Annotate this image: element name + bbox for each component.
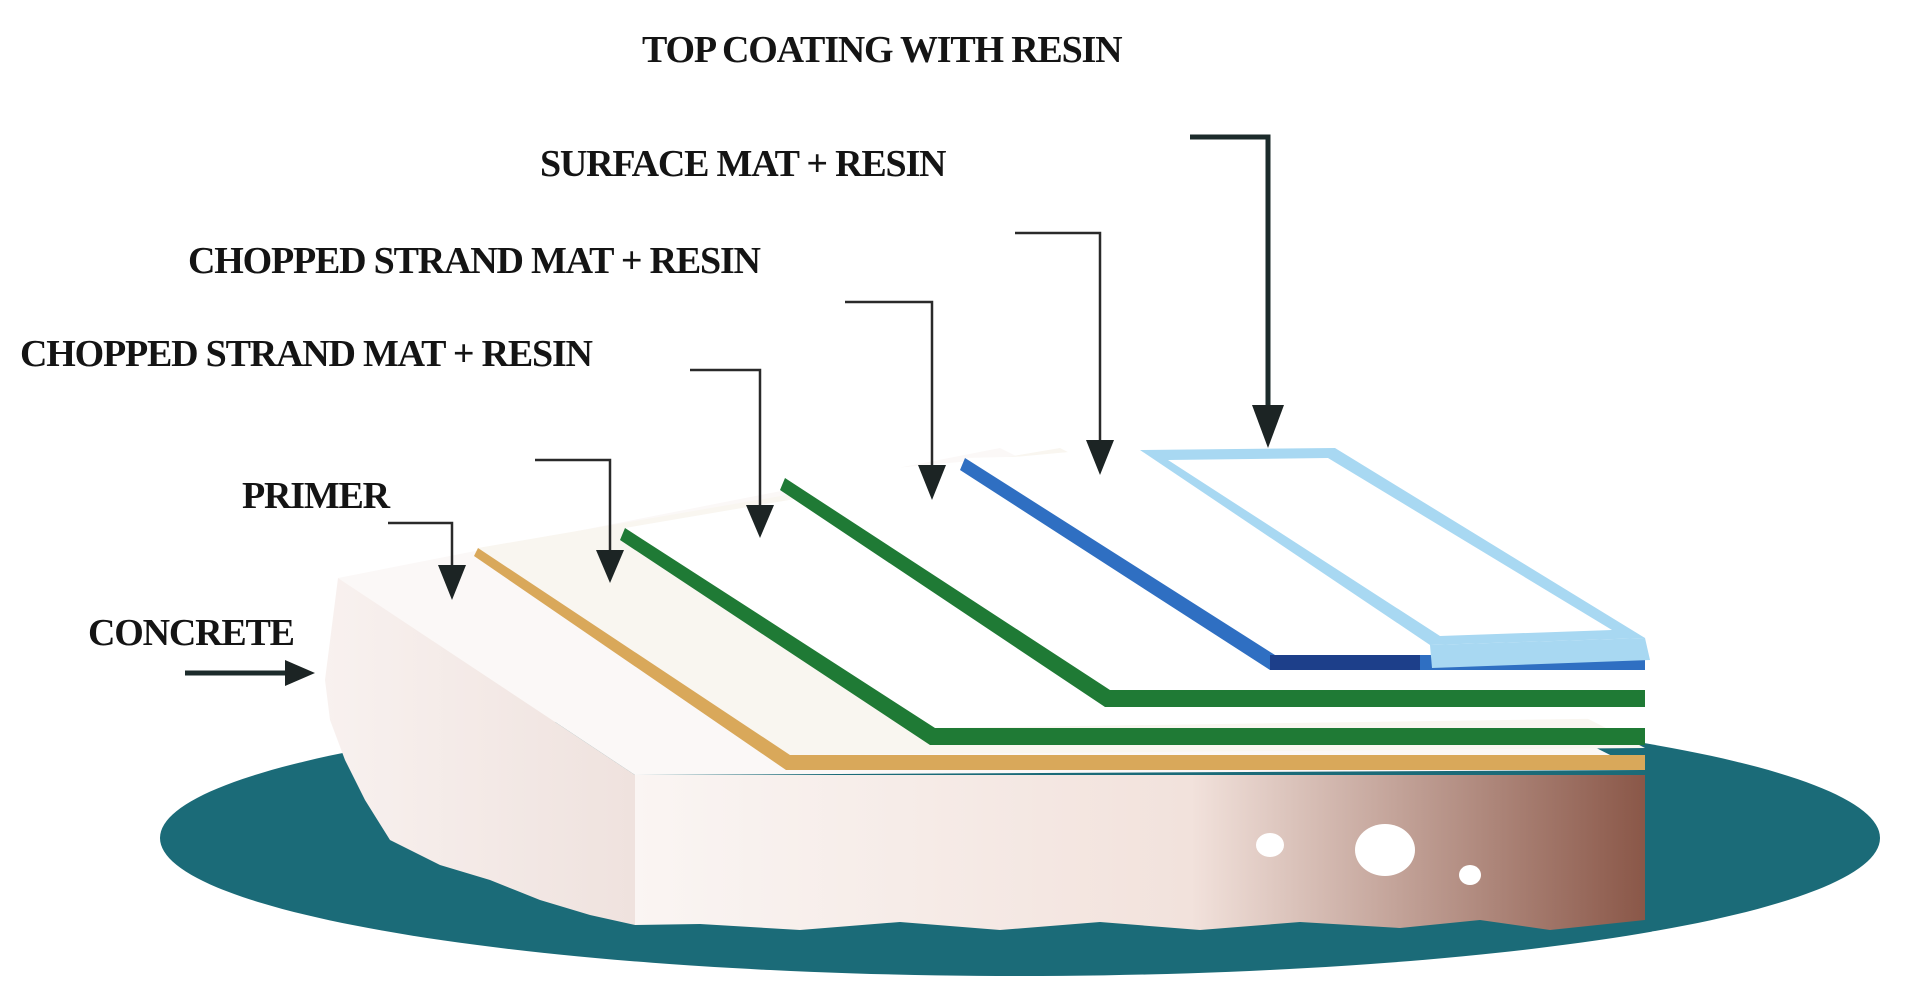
label-chopped-strand-mat-1: CHOPPED STRAND MAT + RESIN xyxy=(20,333,593,375)
chopped-strand-mat-2-edge xyxy=(780,478,1645,707)
concrete-slab-front xyxy=(325,578,635,925)
label-surface-mat: SURFACE MAT + RESIN xyxy=(540,143,946,185)
label-chopped-strand-mat-2: CHOPPED STRAND MAT + RESIN xyxy=(188,240,761,282)
top-coating-arrow xyxy=(1190,134,1284,448)
top-coating-edge xyxy=(1430,638,1650,668)
concrete-slab-side xyxy=(635,775,1645,930)
chopped-strand-mat-1-edge xyxy=(620,528,1645,745)
primer-leader xyxy=(388,521,466,600)
top-coating-leader xyxy=(1015,231,1114,475)
label-primer: PRIMER xyxy=(242,475,391,517)
chopped-strand-mat-2-leader xyxy=(690,368,774,538)
chopped-strand-mat-1-leader xyxy=(535,458,624,583)
label-top-coating: TOP COATING WITH RESIN xyxy=(642,29,1122,71)
aggregate-spot xyxy=(1355,824,1415,876)
aggregate-spot xyxy=(1459,865,1481,885)
surface-mat-edge-dark xyxy=(1270,655,1420,670)
concrete-arrow xyxy=(185,660,315,686)
aggregate-spot xyxy=(1256,833,1284,857)
top-coating-inner xyxy=(1168,458,1612,636)
label-concrete: CONCRETE xyxy=(88,612,294,654)
surface-mat-leader xyxy=(845,300,946,500)
